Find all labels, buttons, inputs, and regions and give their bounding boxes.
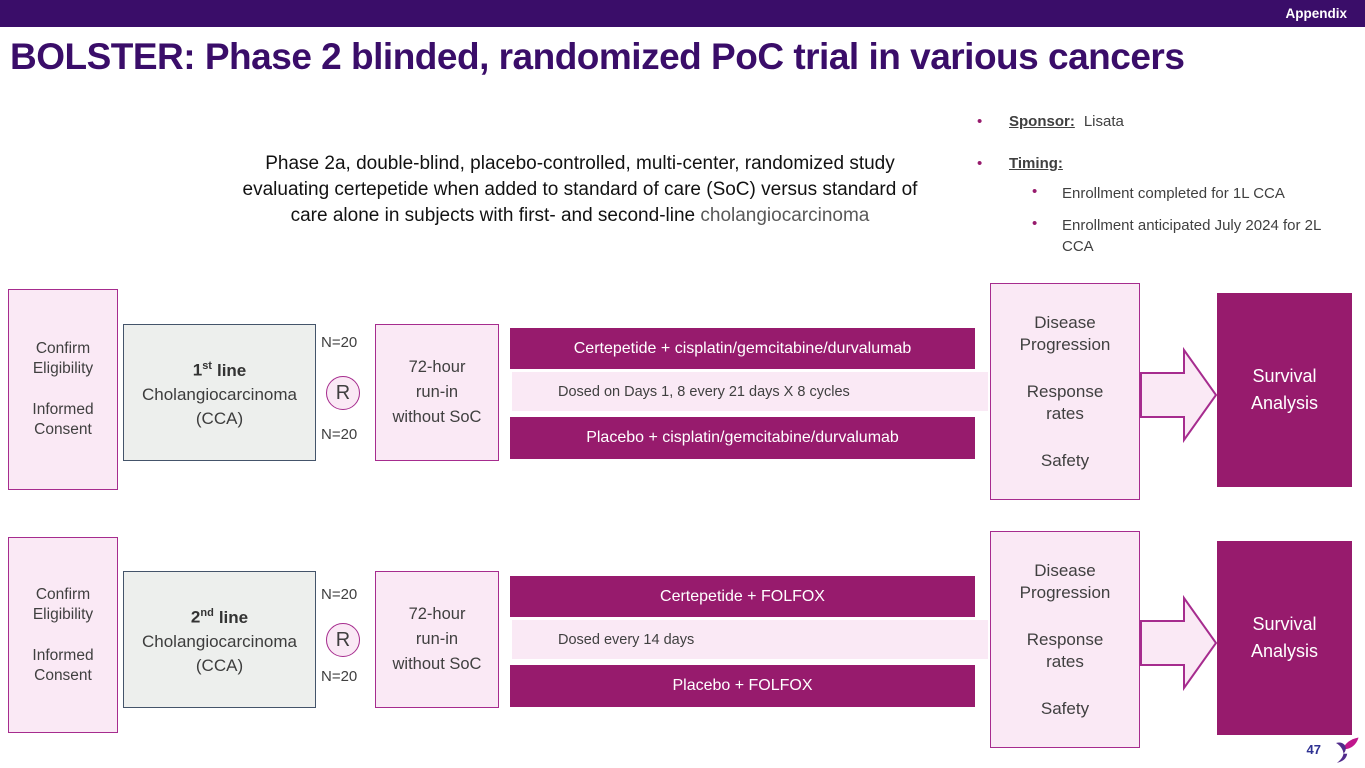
timing-item-1: • Enrollment completed for 1L CCA (1032, 183, 1285, 202)
outcome-disease-progression: Disease Progression (1019, 312, 1111, 354)
outcome-response-rates: Response rates (1026, 381, 1104, 423)
description-line-1: Phase 2a, double-blind, placebo-controll… (265, 153, 895, 174)
randomization-badge-2l: R (326, 623, 360, 657)
eligibility-box-2l: Confirm Eligibility Informed Consent (8, 537, 118, 733)
cohort-abbr: (CCA) (195, 408, 244, 428)
bullet-icon: • (1032, 215, 1038, 232)
cohort-abbr: (CCA) (195, 655, 244, 675)
appendix-tag: Appendix (1285, 6, 1347, 21)
outcomes-box-1l: Disease Progression Response rates Safet… (990, 283, 1140, 500)
hummingbird-logo-icon (1336, 737, 1359, 763)
bullet-icon: • (1032, 183, 1038, 200)
n-bottom-label-1l: N=20 (321, 426, 358, 443)
outcome-disease-progression: Disease Progression (1019, 560, 1111, 602)
header-bar: Appendix (0, 0, 1365, 27)
informed-consent-text: Informed Consent (32, 401, 94, 438)
outcome-safety: Safety (1040, 450, 1090, 470)
confirm-eligibility-text: Confirm Eligibility (32, 585, 94, 623)
page-number: 47 (1306, 742, 1321, 757)
runin-box-2l: 72-hour run-in without SoC (375, 571, 499, 708)
sponsor-value: Lisata (1083, 113, 1124, 130)
dosing-bar-1l: Dosed on Days 1, 8 every 21 days X 8 cyc… (510, 370, 990, 413)
timing-bullet: • Timing: (977, 155, 1363, 172)
survival-analysis-box-2l: Survival Analysis (1217, 541, 1352, 735)
randomization-badge-1l: R (326, 376, 360, 410)
n-bottom-label-2l: N=20 (321, 668, 358, 685)
arm-bottom-bar-1l: Placebo + cisplatin/gemcitabine/durvalum… (510, 417, 975, 459)
informed-consent-text: Informed Consent (32, 646, 94, 684)
study-description: Phase 2a, double-blind, placebo-controll… (165, 151, 995, 229)
description-line-2: evaluating certepetide when added to sta… (242, 179, 918, 200)
block-arrow-icon (1140, 347, 1218, 443)
cohort-name: Cholangiocarcinoma (142, 384, 297, 404)
arm-top-bar-2l: Certepetide + FOLFOX (510, 576, 975, 617)
eligibility-box-1l: Confirm Eligibility Informed Consent (8, 289, 118, 490)
outcomes-box-2l: Disease Progression Response rates Safet… (990, 531, 1140, 748)
n-top-label-1l: N=20 (321, 334, 358, 351)
arm-top-bar-1l: Certepetide + cisplatin/gemcitabine/durv… (510, 328, 975, 369)
outcome-response-rates: Response rates (1026, 629, 1104, 671)
n-top-label-2l: N=20 (321, 586, 358, 603)
dosing-bar-2l: Dosed every 14 days (510, 618, 990, 661)
block-arrow-icon (1140, 595, 1218, 691)
confirm-eligibility-text: Confirm Eligibility (32, 340, 94, 377)
highlight-cholangiocarcinoma: cholangiocarcinoma (700, 205, 870, 226)
sponsor-bullet: • Sponsor: Lisata (977, 113, 1363, 130)
description-line-3: care alone in subjects with first- and s… (290, 205, 870, 226)
info-panel: • Sponsor: Lisata • Timing: • Enrollment … (977, 113, 1363, 257)
timing-item-2: • Enrollment anticipated July 2024 for 2… (1032, 215, 1321, 255)
cohort-name: Cholangiocarcinoma (142, 631, 297, 651)
survival-analysis-box-1l: Survival Analysis (1217, 293, 1352, 487)
page-title: BOLSTER: Phase 2 blinded, randomized PoC… (10, 36, 1185, 77)
outcome-safety: Safety (1040, 698, 1090, 718)
bullet-icon: • (977, 155, 983, 172)
arm-bottom-bar-2l: Placebo + FOLFOX (510, 665, 975, 707)
timing-label: Timing: (1009, 155, 1063, 172)
runin-box-1l: 72-hour run-in without SoC (375, 324, 499, 461)
bullet-icon: • (977, 113, 983, 130)
sponsor-label: Sponsor: (1009, 113, 1075, 130)
